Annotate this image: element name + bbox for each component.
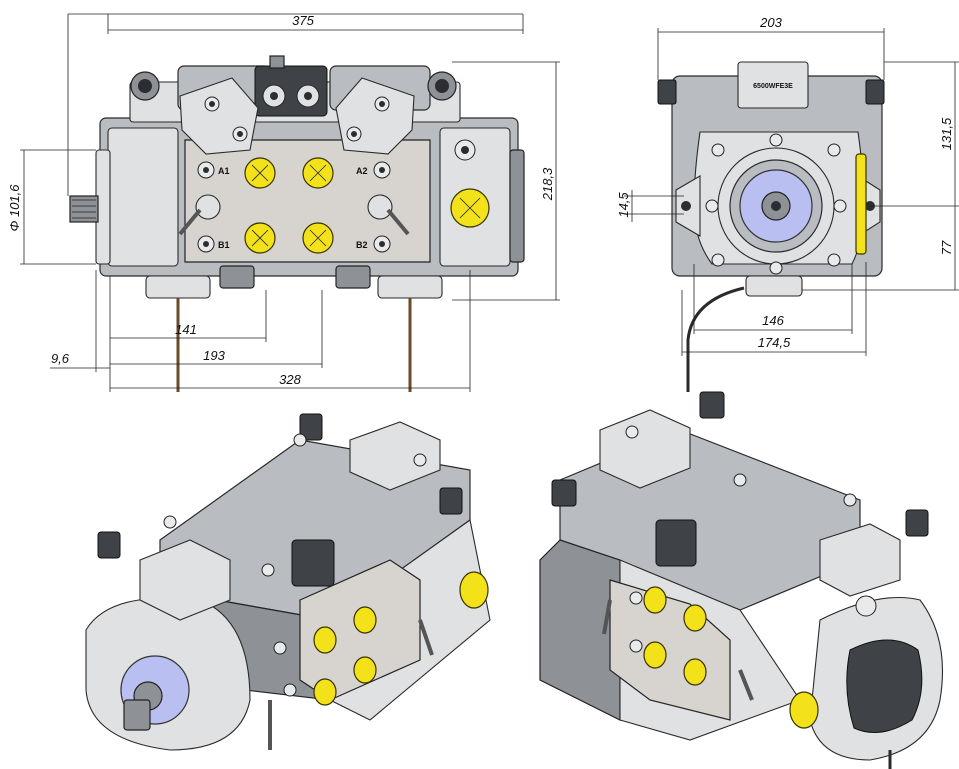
dim-218-3: 218,3 — [540, 167, 555, 201]
dim-77: 77 — [939, 240, 954, 255]
side-dimensions: 203 131,5 77 14,5 146 174,5 — [616, 15, 959, 356]
dim-101-6: Φ 101,6 — [7, 184, 22, 232]
dim-141: 141 — [175, 322, 197, 337]
front-right-end — [509, 149, 525, 263]
front-housing-left-face — [107, 127, 179, 267]
front-dimensions: 375 218,3 Φ 101,6 141 193 — [7, 13, 560, 392]
port-label-b1: B1 — [218, 240, 230, 250]
front-view: A1 A2 B1 B2 375 218,3 — [7, 13, 560, 392]
bottom-sensor-right — [377, 275, 443, 299]
isometric-view-right — [539, 391, 944, 769]
yellow-plugs — [244, 157, 490, 254]
dim-146: 146 — [762, 313, 784, 328]
dim-203: 203 — [759, 15, 782, 30]
dim-131-5: 131,5 — [939, 117, 954, 150]
side-sensor-wire — [686, 286, 745, 392]
iso-right-solenoid — [655, 519, 697, 567]
port-label-a1: A1 — [218, 166, 230, 176]
side-view: 6500WFE3E 203 — [616, 15, 959, 392]
port-label-a2: A2 — [356, 166, 368, 176]
iso-left-solenoid — [291, 539, 335, 587]
side-plate-text: 6500WFE3E — [753, 83, 793, 90]
port-label-b2: B2 — [356, 240, 368, 250]
dim-9-6: 9,6 — [51, 351, 70, 366]
isometric-view-left — [85, 413, 491, 751]
bottom-sensor-left — [145, 275, 211, 299]
dim-375: 375 — [292, 13, 314, 28]
dim-174-5: 174,5 — [758, 335, 791, 350]
dim-14-5: 14,5 — [616, 192, 631, 218]
dim-193: 193 — [203, 348, 225, 363]
dim-328: 328 — [279, 372, 301, 387]
side-top-block — [737, 61, 809, 109]
